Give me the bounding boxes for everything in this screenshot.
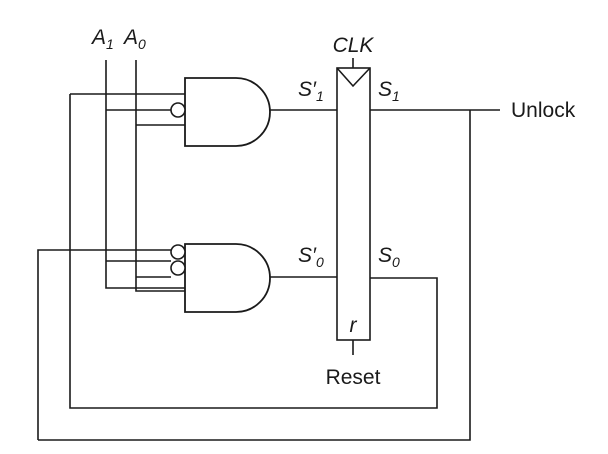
- bottom-and-gate: [184, 243, 271, 313]
- s0-feedback-loop: [69, 94, 438, 409]
- reset-label: Reset: [326, 366, 381, 389]
- a0-input-wire: [135, 60, 185, 292]
- bottom-gate-inverter-bubble-s: [170, 244, 186, 260]
- next-state-1-label: S′1: [298, 78, 324, 104]
- a1-input-wire: [105, 60, 185, 289]
- state-0-label: S0: [378, 244, 400, 270]
- top-gate-inverter-bubble: [170, 102, 186, 118]
- reset-pin-label: r: [350, 314, 358, 337]
- unlock-label: Unlock: [511, 99, 576, 122]
- a0-label: A0: [122, 26, 146, 52]
- a1-label: A1: [90, 26, 114, 52]
- state-register: [336, 67, 371, 341]
- s1-feedback-loop: [38, 110, 471, 441]
- next-state-0-label: S′0: [298, 244, 324, 270]
- clock-edge-triangle: [336, 67, 371, 88]
- clock-label: CLK: [333, 34, 375, 57]
- bottom-gate-inverter-bubble-a: [170, 260, 186, 276]
- top-and-gate: [184, 77, 271, 147]
- state-1-label: S1: [378, 78, 400, 104]
- bottom-gate-s0-feedback-wire: [37, 249, 171, 440]
